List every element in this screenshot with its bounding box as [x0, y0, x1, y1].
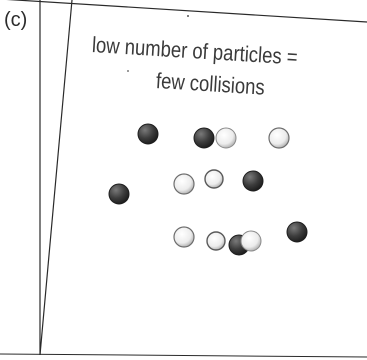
particle-dark [108, 183, 130, 205]
particle-dark [193, 127, 215, 149]
particle-dark [286, 221, 308, 243]
particle-light [268, 127, 290, 149]
table-bottom-rule [0, 353, 367, 358]
particle-light [215, 127, 237, 149]
table-top-rule [6, 0, 367, 23]
row-label: (c) [4, 9, 28, 31]
particle-light [240, 230, 262, 252]
stray-mark [127, 70, 129, 72]
stray-mark [187, 15, 189, 17]
particle-dark [137, 123, 159, 145]
particle-light [173, 226, 195, 248]
particle-light [206, 231, 226, 251]
particle-light [204, 169, 224, 189]
particle-dark [242, 170, 264, 192]
column-divider-inner [39, 0, 73, 356]
particle-light [173, 173, 195, 195]
